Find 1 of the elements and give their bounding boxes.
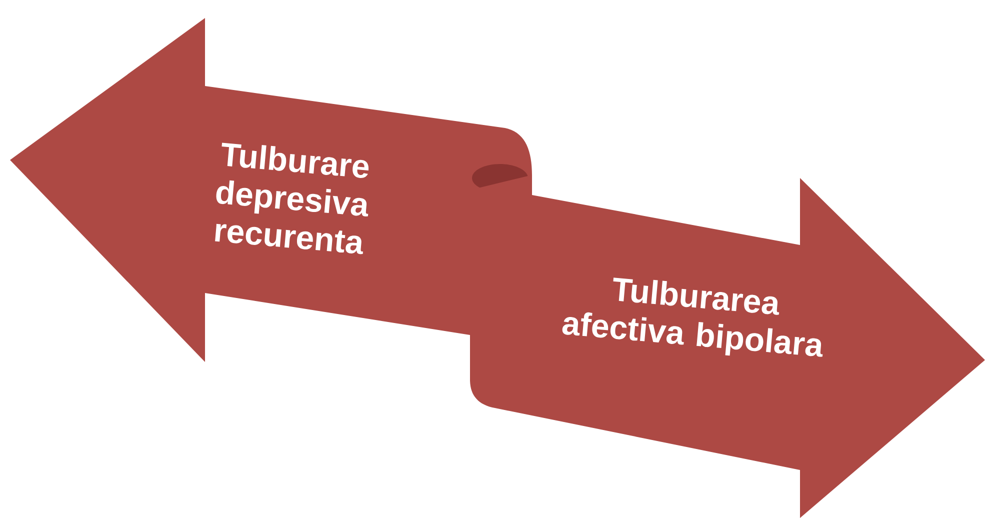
arrow-banner: Tulburarea afectiva bipolara — [470, 174, 985, 518]
